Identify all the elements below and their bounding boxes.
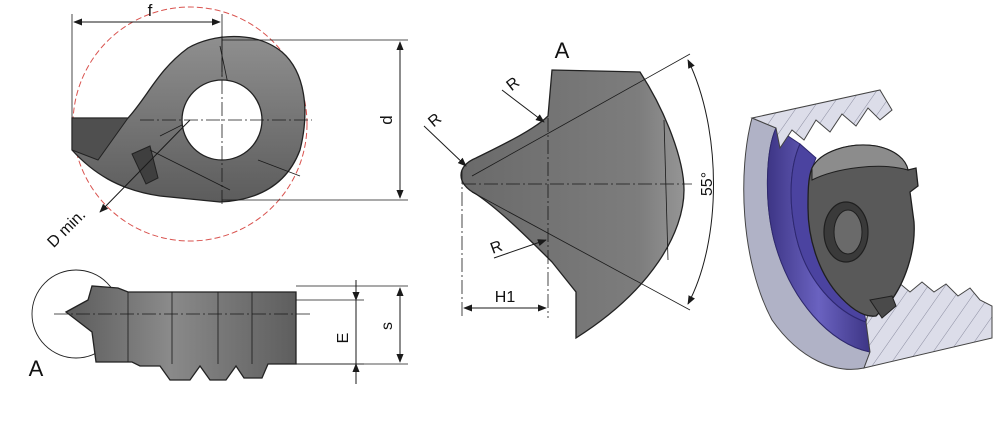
label-view-a-detail: A [29,356,44,381]
label-f: f [148,1,153,20]
label-angle: 55° [699,172,716,196]
label-e: E [335,333,352,344]
clearance-circle [72,6,308,242]
cutaway-insert-top-face [811,144,909,181]
label-d: d [377,115,396,124]
cutaway-insert-bore-inner [833,209,863,255]
profile-body [460,69,685,340]
side-view: E s A [29,269,408,384]
label-d-min: D min. [44,206,89,251]
detail-a-profile: 55° R R R H1 A [423,38,716,340]
cutaway-insert-tooth [869,295,897,319]
label-r-tip: R [425,110,445,130]
label-s: s [379,322,396,330]
plan-view: f d D min. [44,1,408,251]
label-h1: H1 [495,289,516,306]
label-view-a-top: A [555,38,570,63]
label-r-top: R [503,74,523,95]
insert-side-body [64,285,297,381]
label-r-bottom: R [488,238,505,258]
insert-plan-flank [71,117,129,161]
insert-plan-facet [131,145,159,185]
cutaway-render [743,89,993,370]
top-thread-section [750,89,893,150]
